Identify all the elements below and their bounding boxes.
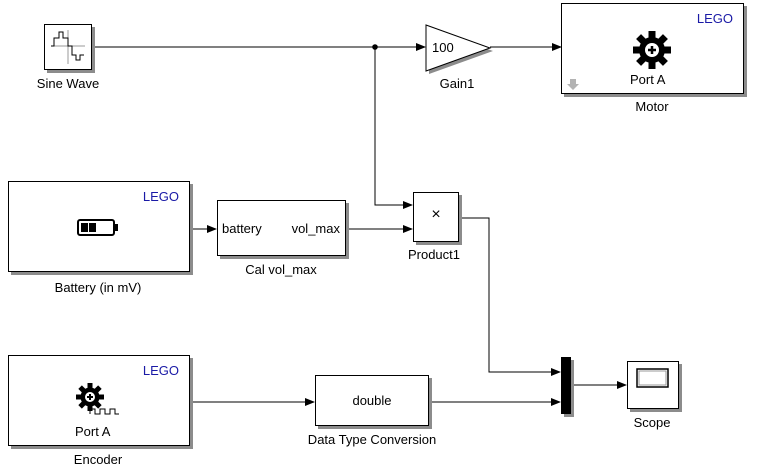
gain-value: 100 <box>432 40 454 55</box>
cal-vol-max-label: Cal vol_max <box>245 262 317 277</box>
motor-brand: LEGO <box>696 11 733 26</box>
cal-output-port: vol_max <box>291 221 340 236</box>
gear-icon <box>633 31 671 69</box>
product-block[interactable]: × <box>413 192 459 242</box>
sine-wave-block[interactable] <box>44 24 92 70</box>
data-type-conversion-block[interactable]: double <box>315 375 429 426</box>
encoder-label: Encoder <box>73 452 123 467</box>
encoder-icon <box>76 383 119 415</box>
scope-block[interactable] <box>627 361 679 409</box>
line-product-to-mux <box>459 217 561 376</box>
arrow-down-icon <box>567 79 579 90</box>
encoder-port: Port A <box>75 424 111 439</box>
motor-label: Motor <box>635 99 669 114</box>
gain-block[interactable] <box>425 24 495 74</box>
sine-wave-icon <box>51 30 85 64</box>
product-symbol: × <box>431 206 441 223</box>
encoder-brand: LEGO <box>142 363 179 378</box>
motor-block[interactable]: LEGO Port A <box>561 3 744 94</box>
encoder-block[interactable]: LEGO Port A <box>8 355 190 446</box>
product-label: Product1 <box>407 247 461 262</box>
cal-vol-max-block[interactable]: battery vol_max <box>217 200 346 256</box>
scope-label: Scope <box>633 415 671 430</box>
battery-label: Battery (in mV) <box>54 280 142 295</box>
battery-icon <box>77 219 118 236</box>
sine-wave-label: Sine Wave <box>36 76 100 91</box>
data-type-conversion-label: Data Type Conversion <box>307 432 437 447</box>
mux-block[interactable] <box>561 357 571 414</box>
line-branch-to-product <box>374 47 413 209</box>
dtc-value: double <box>352 393 392 408</box>
battery-brand: LEGO <box>142 189 179 204</box>
branch-point <box>372 44 378 50</box>
scope-screen-icon <box>636 368 669 388</box>
cal-input-port: battery <box>222 221 262 236</box>
battery-block[interactable]: LEGO <box>8 181 190 272</box>
motor-port: Port A <box>630 72 666 87</box>
gain-label: Gain1 <box>439 76 475 91</box>
